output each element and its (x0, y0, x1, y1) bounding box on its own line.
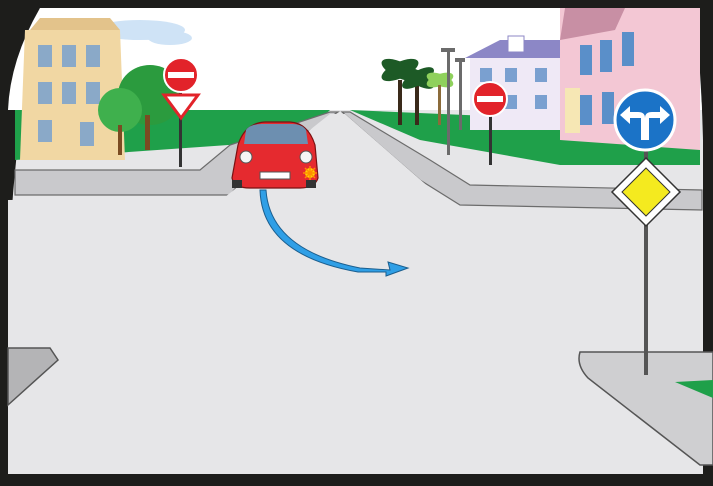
sidewalk-left-far (14, 111, 341, 196)
sign-post-right (472, 81, 508, 165)
palm-trees (381, 58, 454, 125)
sign-post-left (161, 57, 201, 167)
street-lamps (441, 48, 465, 155)
curb-near-left (7, 347, 59, 407)
building-left (20, 18, 125, 160)
red-car (231, 121, 319, 189)
sign-post-near-right (610, 88, 682, 375)
road-surface (8, 114, 702, 474)
grass-near-right (675, 380, 713, 398)
yield-sign-icon (161, 93, 201, 121)
turn-arrow-icon (259, 189, 410, 277)
sidewalk-right-far (340, 111, 703, 211)
curb-near-right (578, 351, 713, 466)
